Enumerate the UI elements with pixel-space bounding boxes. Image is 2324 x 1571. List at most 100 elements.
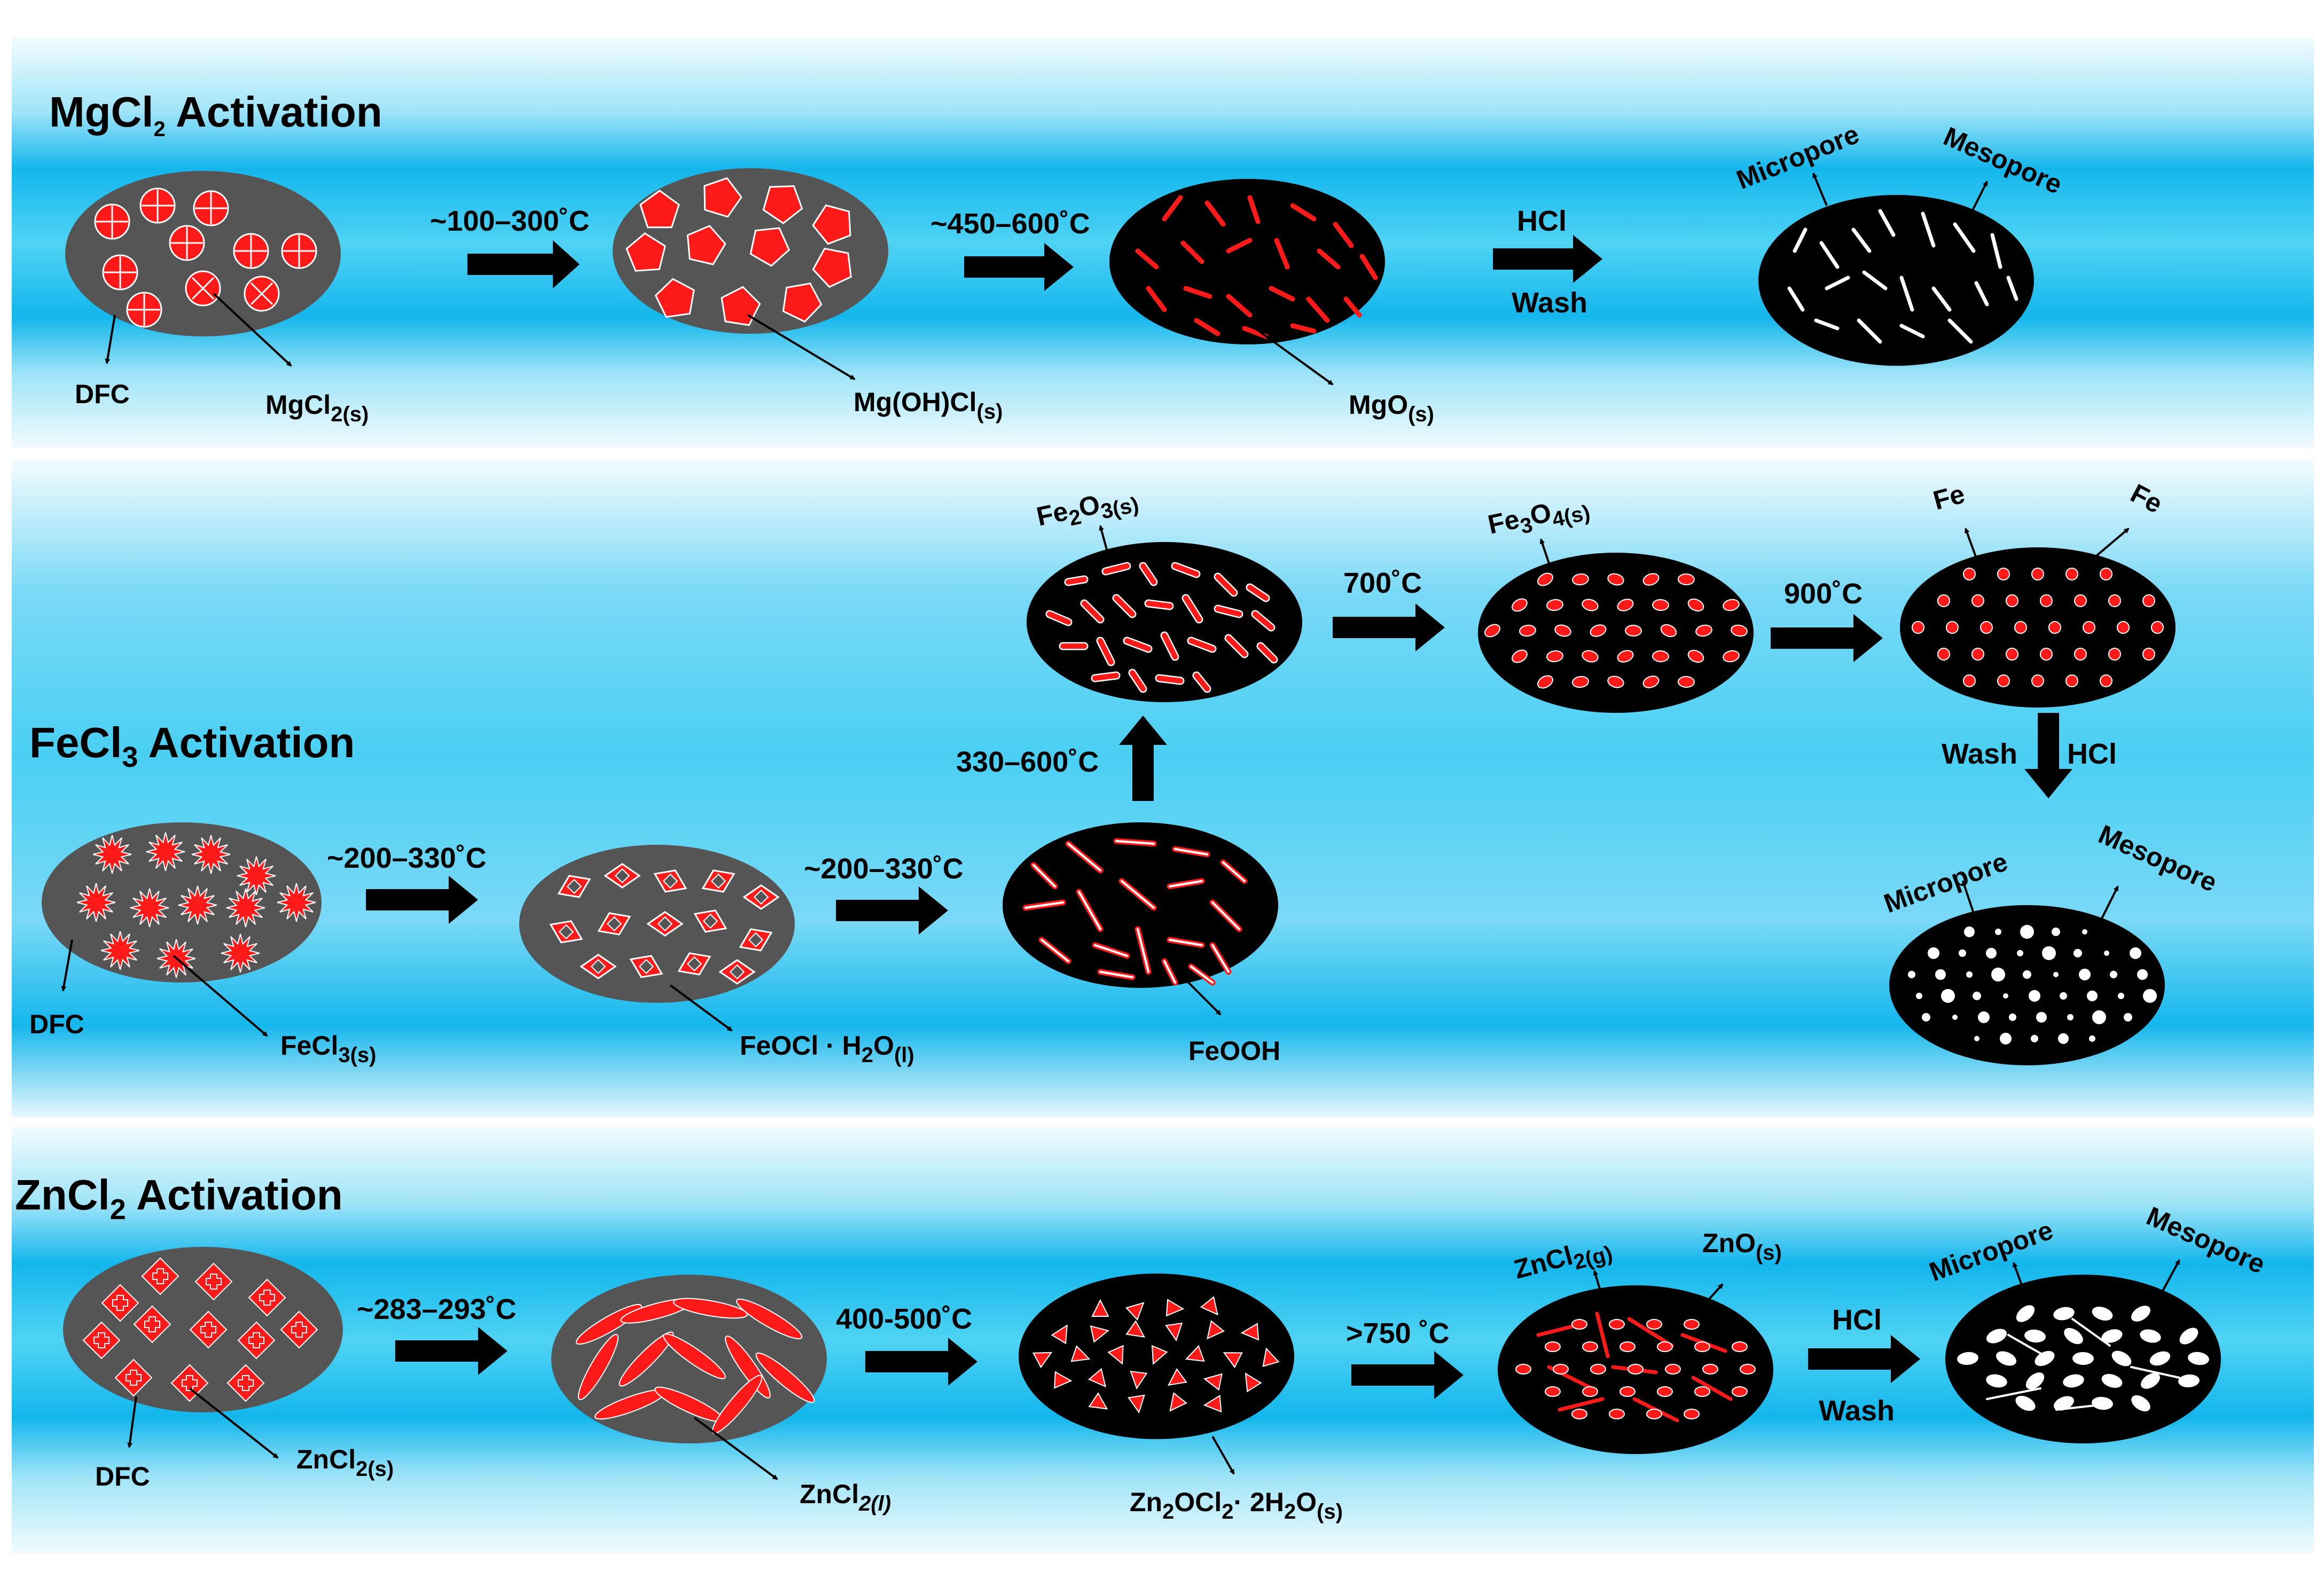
feooh-rod	[1163, 960, 1176, 984]
zno-dot	[1702, 1364, 1718, 1374]
zn2ocl2-label: Zn2OCl2· 2H2O(s)	[1130, 1487, 1343, 1523]
fecl3-s-label: FeCl3(s)	[280, 1031, 377, 1067]
zncl2-pore	[2101, 1329, 2123, 1343]
fecl3-arrow5-label: 900˚C	[1784, 578, 1863, 610]
zncl2-arrow3	[1351, 1351, 1464, 1399]
zno-dot	[1657, 1341, 1673, 1352]
zncl2-crystal-cross	[144, 1316, 160, 1332]
zn2ocl2-crystal	[1223, 1352, 1243, 1369]
fecl3-arrow5	[1771, 614, 1883, 662]
fe2o3-rod	[1124, 638, 1151, 651]
fe3o4-dot	[1731, 624, 1748, 637]
mgcl2-s-label: MgCl2(s)	[265, 390, 369, 426]
mgohcl-crystal	[625, 232, 666, 272]
mgcl2-wash-label: Wash	[1512, 287, 1587, 319]
fe3o4-dot	[1512, 598, 1528, 612]
mgohcl-crystal-group	[625, 177, 852, 326]
feocl-crystal-core	[606, 916, 622, 932]
fecl3-panel: FeCl3 Activation ~200–330˚C ~200–330˚C 3…	[29, 478, 2221, 1067]
mgcl2-micropore-pointer	[1812, 172, 1828, 206]
mgo-rod	[1180, 240, 1204, 264]
fe3o4-dot	[1590, 624, 1607, 637]
zno-dot	[1684, 1409, 1700, 1419]
zncl2-arrow3-label: >750 ˚C	[1346, 1317, 1450, 1349]
fecl3-pore	[2023, 970, 2031, 979]
feooh-rod	[1094, 944, 1128, 957]
zncl2-s-pointer	[189, 1387, 279, 1459]
zno-dot	[1515, 1364, 1531, 1374]
zncl2-arrow4	[1808, 1335, 1920, 1383]
zncl2-pore-group	[1957, 1305, 2209, 1412]
mgcl2-pore	[1819, 241, 1840, 269]
fecl3-pore	[2060, 992, 2067, 1000]
zno-dot	[1590, 1364, 1606, 1374]
zncl2-arrow1	[395, 1327, 507, 1375]
zncl2-pore	[2131, 1395, 2150, 1412]
zn2ocl2-crystal	[1200, 1296, 1218, 1316]
fecl3-pore	[2143, 989, 2157, 1003]
fecl3-crystal	[221, 933, 260, 973]
fecl3-arrow2	[836, 886, 948, 934]
zncl2-liquid-droplet	[575, 1303, 643, 1345]
fe2o3-particle	[1027, 542, 1302, 702]
mgcl2-pore	[1878, 209, 1896, 237]
feocl-pointer	[669, 984, 733, 1032]
mgohcl-crystal	[639, 190, 680, 229]
zno-dot	[1609, 1409, 1625, 1419]
feocl-crystal-core	[590, 959, 606, 975]
fe2o3-rod	[1172, 563, 1199, 577]
feooh-rod	[1032, 864, 1056, 887]
mgo-rod	[1226, 294, 1253, 318]
zncl2-pore	[2149, 1351, 2171, 1366]
mgcl2-pore	[1931, 286, 1952, 312]
fecl3-arrow1-label: ~200–330˚C	[327, 842, 487, 874]
fecl3-arrow2-label: ~200–330˚C	[804, 853, 964, 885]
mgcl2-pore	[1974, 281, 1989, 307]
mgcl2-hcl-label: HCl	[1517, 205, 1567, 237]
fe2o3-rod	[1183, 595, 1202, 622]
mgcl2-s-pointer	[213, 293, 292, 367]
zncl2-liquid-droplet	[673, 1298, 748, 1319]
fecl3-pore	[1959, 949, 1966, 957]
fe-dot	[1963, 568, 1976, 580]
feooh-rod	[1099, 971, 1133, 978]
zn2ocl2-crystal	[1165, 1322, 1183, 1342]
mgcl2-arrow3	[1493, 235, 1602, 283]
zncl2-liquid-droplet	[577, 1333, 619, 1401]
fecl3-pore	[1952, 1015, 1958, 1020]
zn2ocl2-crystal	[1168, 1368, 1187, 1386]
zn2ocl2-crystal	[1207, 1320, 1225, 1340]
fecl3-pore	[1935, 969, 1946, 980]
fe-dot	[2065, 674, 2078, 687]
fe2o3-rod-group	[1045, 562, 1278, 693]
fecl3-arrow4	[1333, 603, 1445, 651]
mgo-rod	[1306, 296, 1330, 323]
fe-dot	[2048, 621, 2061, 634]
feocl-crystal-core	[710, 873, 726, 889]
mgcl2-dfc-label: DFC	[75, 379, 130, 409]
fecl3-wash-label: Wash	[1942, 738, 2017, 770]
fe-particle	[1900, 547, 2176, 708]
fecl3-pore	[1973, 992, 1981, 1000]
mgo-rod	[1226, 238, 1253, 254]
mgohcl-crystal	[686, 225, 726, 265]
feooh-rod-group	[1022, 838, 1248, 986]
fecl3-crystal	[178, 885, 217, 925]
fecl3-pore	[2082, 929, 2087, 934]
zno-rod	[1558, 1397, 1605, 1412]
fe3o4-dot	[1652, 599, 1669, 611]
zncl2-crystal-cross	[291, 1322, 307, 1338]
zncl2-pore	[2092, 1396, 2113, 1410]
mgo-rod	[1274, 238, 1290, 270]
zn2ocl2-crystal-group	[1032, 1296, 1280, 1414]
mgcl2-pore	[2006, 276, 2018, 301]
feooh-rod	[1222, 861, 1246, 882]
fe-dot	[2100, 674, 2112, 687]
mgcl2-pore	[1857, 318, 1882, 344]
zno-label: ZnO(s)	[1702, 1228, 1782, 1264]
mgo-rod	[1194, 318, 1220, 336]
fe3o4-dot	[1695, 624, 1712, 637]
zno-dot	[1740, 1364, 1756, 1374]
fe2o3-rod	[1188, 638, 1215, 651]
zno-dot	[1545, 1341, 1561, 1352]
